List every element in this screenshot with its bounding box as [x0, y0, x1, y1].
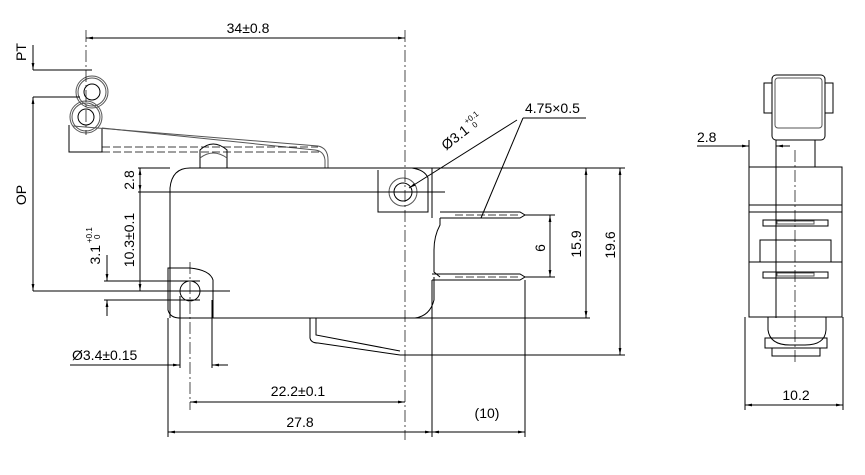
roller-actuator — [68, 75, 329, 168]
dim-hole-offset-top: 2.8 — [121, 170, 137, 190]
dim-side-offset: 2.8 — [697, 129, 717, 145]
svg-text:+0.1: +0.1 — [85, 227, 94, 243]
dim-side-width: 10.2 — [782, 387, 809, 403]
label-op: OP — [13, 185, 29, 205]
dim-total-height: 19.6 — [602, 231, 618, 258]
dim-body-length: 27.8 — [286, 414, 313, 430]
svg-text:3.1: 3.1 — [87, 245, 103, 265]
label-pt: PT — [13, 43, 29, 61]
svg-text:0: 0 — [93, 234, 102, 239]
side-view: 2.8 10.2 — [697, 74, 844, 410]
svg-text:0: 0 — [470, 120, 479, 130]
dim-hole-spacing-vertical: 10.3±0.1 — [121, 213, 137, 268]
switch-body — [169, 167, 590, 319]
dim-terminal-spacing: 6 — [532, 244, 548, 252]
dim-hole-spacing-horizontal: 22.2±0.1 — [271, 383, 326, 399]
front-view: 34±0.8 PT OP 2.8 10.3±0.1 3.1 +0.1 0 Ø3.… — [13, 20, 625, 440]
dim-lower-hole-diameter: Ø3.4±0.15 — [72, 347, 137, 363]
plunger — [199, 143, 228, 168]
dim-slot-width: 3.1 +0.1 0 — [85, 227, 103, 265]
dim-upper-hole-diameter: Ø3.1 +0.1 0 — [438, 109, 481, 153]
dim-overall-length: 34±0.8 — [227, 20, 270, 36]
dim-body-height: 15.9 — [568, 230, 584, 257]
dim-terminal-size: 4.75×0.5 — [525, 100, 580, 116]
dim-terminal-length: (10) — [475, 405, 500, 421]
